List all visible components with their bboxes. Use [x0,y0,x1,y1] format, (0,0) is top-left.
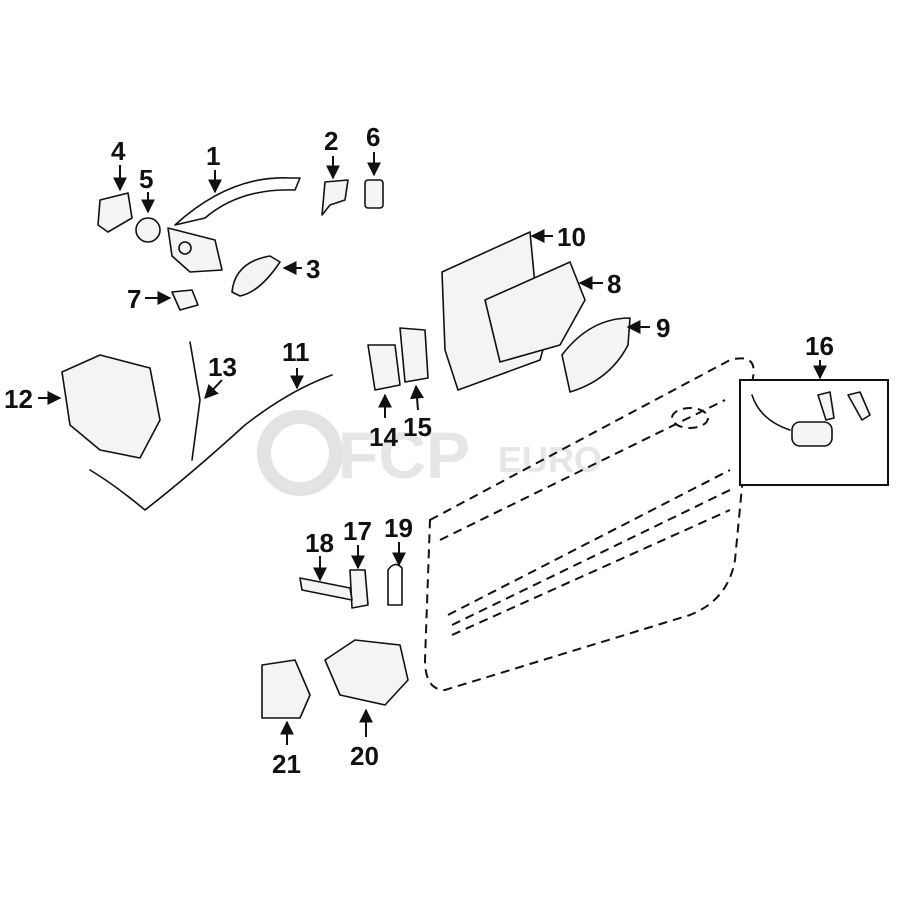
part-20-latch [324,639,409,706]
callout-13: 13 [208,352,237,382]
part-17-hinge [349,569,369,609]
part-6-insert [364,179,384,209]
callout-3: 3 [306,254,320,284]
callout-7: 7 [127,284,141,314]
callout-15: 15 [403,412,432,442]
key-icon [817,391,835,421]
callout-2: 2 [324,126,338,156]
callout-20: 20 [350,741,379,771]
part-9-inner-bezel [561,317,631,393]
door-panel [423,357,755,692]
part-1-outer-handle [167,177,301,273]
watermark-suffix: EURO [498,439,602,480]
callout-1: 1 [206,141,220,171]
part-14-striker [367,344,401,391]
callout-18: 18 [305,528,334,558]
part-4-cap [97,192,133,233]
watermark-logo-icon [257,410,343,496]
part-19-spring-clip [387,563,403,606]
leader-arrows [38,152,827,745]
part-18-link [299,577,353,601]
part-3-handle-bezel [231,255,281,297]
part-8-inner-handle [484,261,586,363]
callout-14: 14 [369,422,398,452]
part-2-handle-cover [321,179,349,216]
callout-16: 16 [805,331,834,361]
callout-19: 19 [384,513,413,543]
part-12-lock-actuator [61,354,161,459]
callout-12: 12 [4,384,33,414]
part-16-inset [739,379,889,486]
callout-8: 8 [607,269,621,299]
callout-labels: 1 2 3 4 5 6 7 8 9 10 11 12 13 14 15 16 1… [4,122,834,779]
part-13-rod [189,341,201,461]
callout-4: 4 [111,136,126,166]
callout-5: 5 [139,164,153,194]
watermark: FCP EURO [257,410,602,496]
part-5-gasket [135,217,161,243]
callout-17: 17 [343,516,372,546]
part-11-cable [89,374,333,511]
callout-9: 9 [656,313,670,343]
key-icon [847,391,871,421]
callout-11: 11 [282,337,310,367]
part-7-clip [171,289,199,311]
part-15-plate [399,327,429,383]
callout-6: 6 [366,122,380,152]
callout-10: 10 [557,222,586,252]
lock-cylinder-icon [791,421,833,447]
part-21-cover [261,659,311,719]
watermark-brand: FCP [338,418,470,492]
callout-21: 21 [272,749,301,779]
